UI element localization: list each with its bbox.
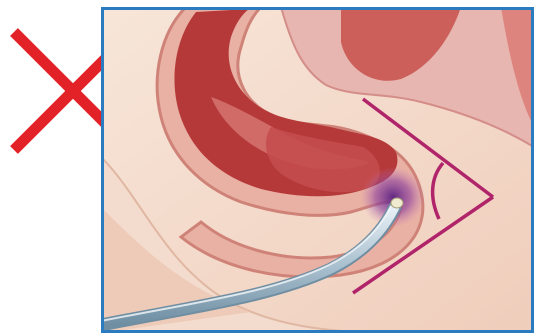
catheter-tip: [391, 198, 403, 208]
anatomy-illustration-panel: [101, 7, 534, 333]
anatomy-illustration: [101, 7, 534, 333]
